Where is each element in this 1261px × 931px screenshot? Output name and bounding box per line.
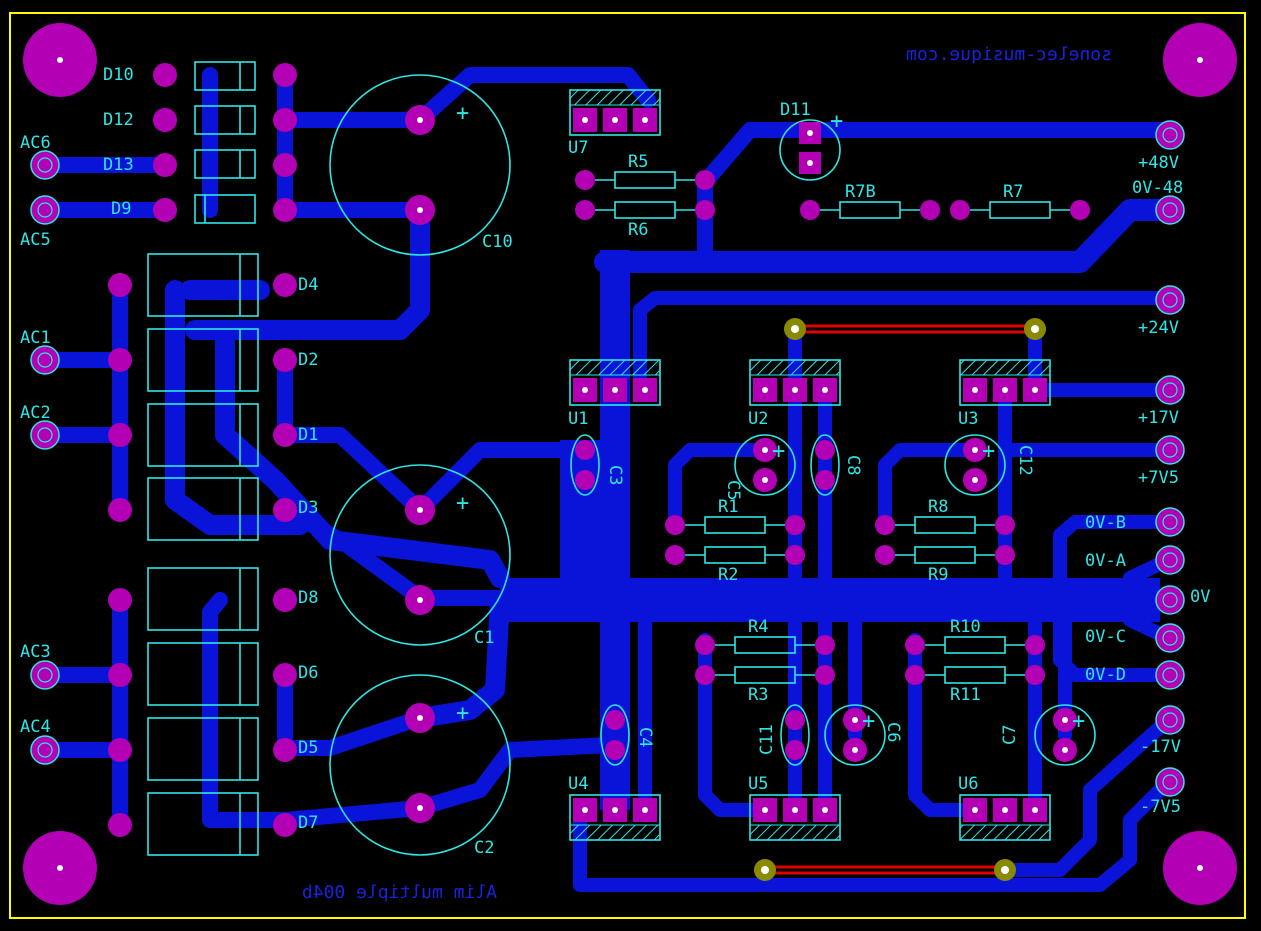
label-u7: U7: [568, 138, 588, 158]
label-gc: 0V-C: [1085, 627, 1126, 647]
label-p17: +17V: [1138, 408, 1179, 428]
label-ac2: AC2: [20, 403, 51, 423]
plus-c6: +: [862, 709, 875, 734]
plus-c7: +: [1072, 709, 1085, 734]
label-r2: R2: [718, 565, 738, 585]
label-r7b: R7B: [845, 182, 876, 202]
label-r8: R8: [928, 497, 948, 517]
label-ac4: AC4: [20, 717, 51, 737]
label-d2: D2: [298, 350, 318, 370]
label-d11: D11: [780, 100, 811, 120]
label-u2: U2: [748, 409, 768, 429]
label-c4: C4: [635, 727, 655, 747]
label-r7: R7: [1003, 182, 1023, 202]
label-c11: C11: [757, 724, 777, 755]
plus-c5: +: [772, 439, 785, 464]
label-c8: C8: [843, 455, 863, 475]
label-r10: R10: [950, 617, 981, 637]
plus-c2: +: [456, 701, 469, 726]
label-u1: U1: [568, 409, 588, 429]
label-d4: D4: [298, 275, 318, 295]
copper-title: sonelec-musique.com: [906, 44, 1112, 65]
label-c12: C12: [1015, 445, 1035, 476]
label-u6: U6: [958, 774, 978, 794]
regulator-u3: [959, 359, 1051, 406]
label-m7v5: -7V5: [1140, 797, 1181, 817]
label-gd: 0V-D: [1085, 665, 1126, 685]
copper-tracks: [37, 67, 1179, 892]
label-u4: U4: [568, 774, 588, 794]
label-r1: R1: [718, 497, 738, 517]
label-p7v5: +7V5: [1138, 468, 1179, 488]
label-r6: R6: [628, 220, 648, 240]
label-d13: D13: [103, 155, 134, 175]
regulator-u7: [569, 89, 661, 136]
label-ga: 0V-A: [1085, 551, 1126, 571]
jumper-top: [784, 318, 1046, 340]
regulator-u2: [749, 359, 841, 406]
label-d9: D9: [111, 199, 131, 219]
plus-c12: +: [982, 439, 995, 464]
label-d12: D12: [103, 110, 134, 130]
label-d7: D7: [298, 813, 318, 833]
label-r11: R11: [950, 685, 981, 705]
label-p48: +48V: [1138, 153, 1179, 173]
label-ac3: AC3: [20, 642, 51, 662]
label-r5: R5: [628, 152, 648, 172]
label-ac6: AC6: [20, 133, 51, 153]
label-ac5: AC5: [20, 230, 51, 250]
copper-subtitle: Alim multiple 004b: [302, 882, 497, 903]
regulator-u6: [959, 794, 1051, 841]
label-r4: R4: [748, 617, 768, 637]
label-d3: D3: [298, 498, 318, 518]
label-m17: -17V: [1140, 737, 1181, 757]
label-d1: D1: [298, 425, 318, 445]
label-g0: 0V: [1190, 587, 1210, 607]
label-c2: C2: [474, 838, 494, 858]
label-r3: R3: [748, 685, 768, 705]
label-d8: D8: [298, 588, 318, 608]
label-u5: U5: [748, 774, 768, 794]
label-u3: U3: [958, 409, 978, 429]
board-outline: [9, 12, 1246, 919]
plus-c10: +: [456, 101, 469, 126]
label-r9: R9: [928, 565, 948, 585]
pads: [108, 63, 1090, 837]
label-gb: 0V-B: [1085, 513, 1126, 533]
label-c3: C3: [605, 465, 625, 485]
jumper-bottom: [754, 859, 1016, 881]
label-p24: +24V: [1138, 318, 1179, 338]
labels: AC6 AC5 AC1 AC2 AC3 AC4 D10 D12 D13 D9 D…: [20, 65, 1210, 858]
mounting-holes: [23, 23, 1237, 905]
label-d10: D10: [103, 65, 134, 85]
label-c6: C6: [883, 722, 903, 742]
plus-c1: +: [456, 491, 469, 516]
label-c1: C1: [474, 628, 494, 648]
label-d6: D6: [298, 663, 318, 683]
label-c5: C5: [723, 480, 743, 500]
terminals: [30, 120, 1185, 797]
label-ac1: AC1: [20, 328, 51, 348]
label-c10: C10: [482, 232, 513, 252]
plus-d11: +: [830, 109, 843, 134]
regulator-u1: [569, 359, 661, 406]
label-c7: C7: [1000, 725, 1020, 745]
label-g48: 0V-48: [1132, 178, 1183, 198]
silkscreen: [147, 61, 1096, 856]
regulator-u4: [569, 794, 661, 841]
regulator-u5: [749, 794, 841, 841]
label-d5: D5: [298, 738, 318, 758]
